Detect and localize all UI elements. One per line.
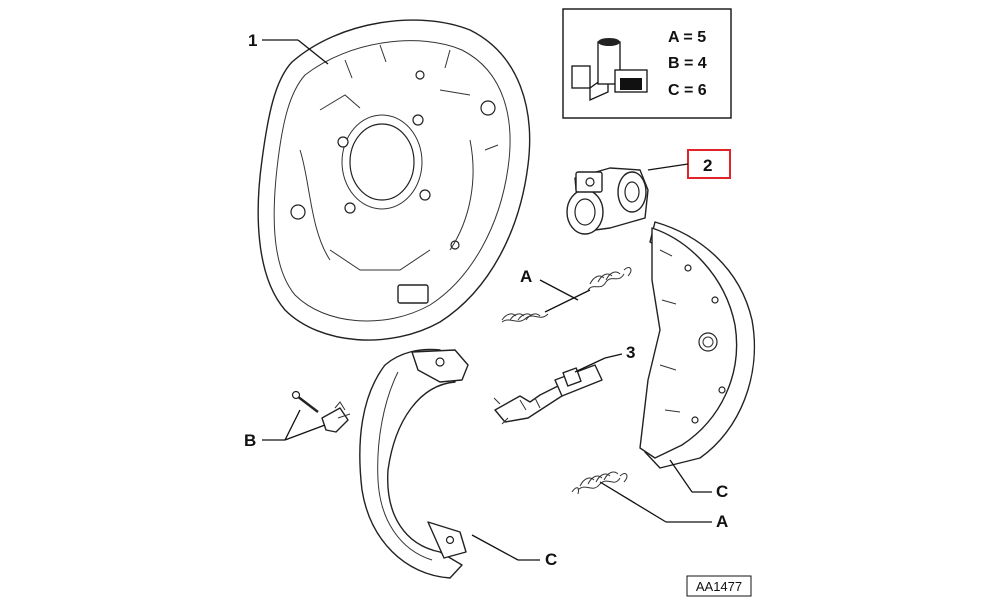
legend-item-b: B = 4: [668, 55, 707, 72]
legend-item-c: C = 6: [668, 82, 707, 99]
legend-box: A = 5 B = 4 C = 6: [562, 8, 732, 119]
wheel-cylinder: [566, 167, 649, 235]
label-wheel-cylinder: 2: [703, 156, 712, 175]
grease-kit-icon: [571, 38, 648, 102]
hold-down-pins: [291, 390, 351, 433]
lower-spring: [571, 471, 628, 495]
adjuster-assembly: [493, 364, 603, 425]
label-backplate: 1: [248, 31, 257, 50]
brake-shoe-left: [359, 348, 469, 579]
upper-spring: [501, 267, 632, 323]
legend-item-a: A = 5: [668, 29, 706, 46]
label-adjuster: 3: [626, 343, 635, 362]
brake-shoe-right: [639, 221, 756, 469]
label-spring-upper: A: [520, 267, 532, 286]
label-spring-lower: A: [716, 512, 728, 531]
backing-plate: [257, 19, 531, 341]
label-shoe-right: C: [716, 482, 728, 501]
label-hold-down-pins: B: [244, 431, 256, 450]
diagram-code-text: AA1477: [696, 579, 742, 594]
label-shoe-left: C: [545, 550, 557, 569]
diagram-code: AA1477: [686, 575, 752, 597]
